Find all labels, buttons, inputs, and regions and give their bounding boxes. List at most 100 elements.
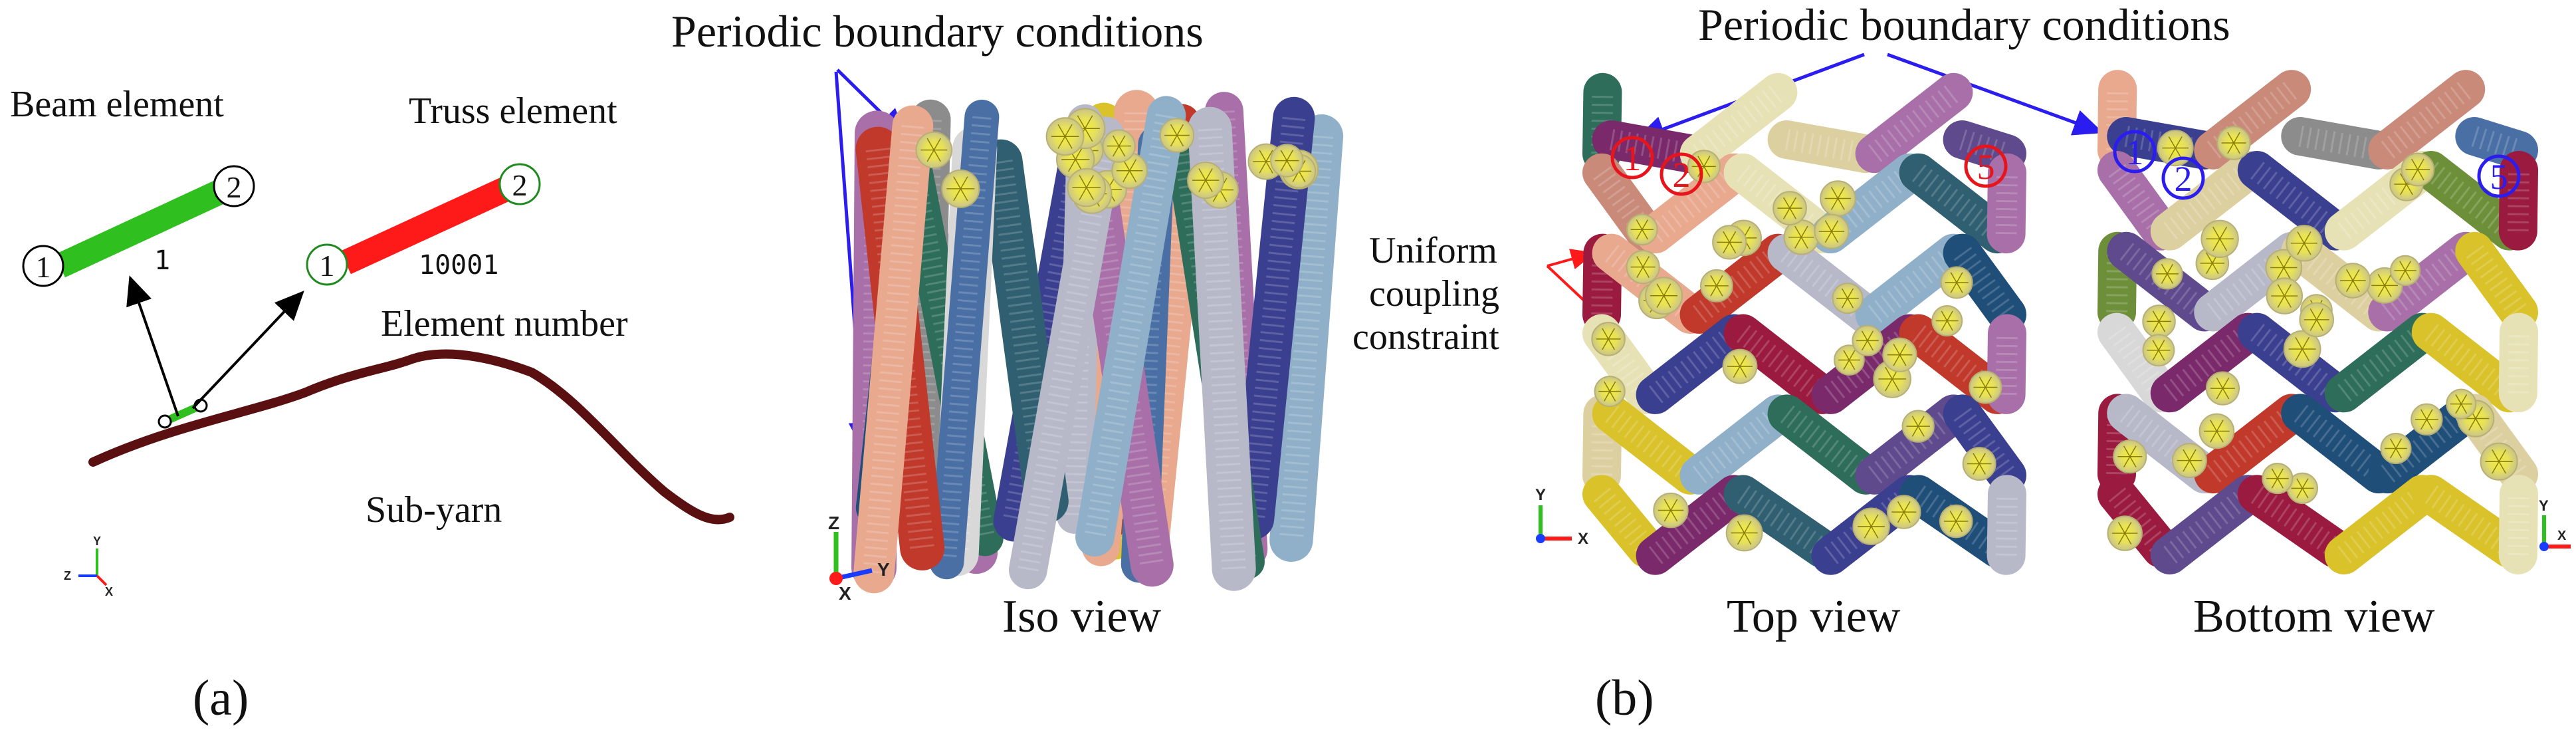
yarn-end-cap (1901, 410, 1935, 443)
pbc-label-iso: Periodic boundary conditions (671, 6, 1204, 57)
yarn-end-cap (1045, 117, 1085, 156)
beam-element-number: 1 (154, 245, 170, 276)
uniform-label-line1: Uniform (1369, 230, 1497, 271)
yarn-tow (2324, 475, 2442, 574)
panel-b-caption: (b) (1595, 670, 1654, 726)
top-marker-1 (1610, 136, 1654, 180)
yarn-end-cap (1832, 283, 1864, 314)
yarn-tow (1592, 394, 1710, 495)
yarn-tow (1855, 72, 1973, 174)
yarn-tow (1986, 475, 2026, 575)
segment-node-start (158, 414, 172, 429)
yarn-tow (1582, 475, 1666, 568)
bottom-marker-5 (2477, 154, 2521, 198)
yarn-end-cap (2199, 413, 2235, 449)
iso-view-label: Iso view (1002, 591, 1162, 642)
yarn-tow (1679, 394, 1798, 495)
yarn-tow (1636, 314, 1754, 414)
yarn-tow (2411, 312, 2529, 413)
yarn-tow (1943, 233, 2026, 334)
yarn-tow (2368, 231, 2486, 332)
svg-text:X: X (1578, 530, 1588, 548)
svg-text:2: 2 (227, 170, 242, 204)
yarn-tow (2455, 117, 2538, 170)
yarn-end-cap (1852, 324, 1883, 356)
yarn-end-cap (1834, 344, 1865, 376)
arrow-to-beam (126, 275, 179, 417)
panel-a: Beam element Truss element 1 2 1 1 2 100… (10, 84, 734, 726)
bottom-view-model (2097, 70, 2538, 574)
yarn-end-cap (2389, 255, 2421, 287)
yarn-tow (2237, 475, 2355, 568)
bottom-marker-1 (2113, 130, 2157, 174)
sub-yarn-label: Sub-yarn (366, 489, 502, 531)
yarn-end-cap (1722, 348, 1758, 384)
svg-text:Z: Z (64, 569, 71, 582)
yarn-tow (2150, 312, 2268, 413)
yarn-end-cap (2113, 439, 2147, 474)
svg-text:Y: Y (2539, 497, 2549, 514)
yarn-end-cap (1820, 180, 1856, 217)
truss-element-number: 10001 (419, 250, 498, 281)
yarn-end-cap (941, 169, 980, 208)
yarn-end-cap (2200, 219, 2239, 258)
svg-text:1: 1 (36, 250, 51, 284)
yarn-end-cap (1687, 150, 1721, 184)
svg-text:1: 1 (2126, 132, 2144, 172)
svg-text:Y: Y (93, 535, 101, 548)
yarn-tow (1943, 394, 2026, 495)
svg-text:5: 5 (2490, 157, 2508, 197)
yarn-end-cap (1931, 305, 1963, 337)
yarn-end-cap (1814, 213, 1850, 249)
yarn-tow (1986, 153, 2026, 254)
yarn-tow (1269, 114, 1344, 562)
yarn-end-cap (2216, 126, 2251, 160)
yarn-tow (2237, 150, 2355, 251)
yarn-tow (1636, 153, 1754, 254)
bottom-view-label: Bottom view (2193, 591, 2435, 642)
yarn-tow (1986, 314, 2026, 414)
yarn-tow (1899, 153, 2017, 254)
arrow-to-truss (191, 291, 304, 410)
bottom-marker-2 (2161, 156, 2205, 200)
yarn-tow (2281, 117, 2399, 170)
yarn-end-cap (1644, 277, 1683, 315)
yarn-tow (2097, 475, 2181, 568)
yarn-end-cap (1887, 495, 1921, 529)
svg-text:Y: Y (1535, 486, 1546, 504)
top-view-model (1582, 72, 2026, 575)
yarn-end-cap (1962, 447, 1996, 481)
yarn-end-cap (1725, 514, 1763, 552)
yarn-tow (1723, 475, 1842, 568)
svg-text:X: X (2557, 529, 2567, 543)
yarn-end-cap (2480, 442, 2518, 481)
yarn-end-cap (2335, 263, 2371, 299)
yarn-tow (1636, 475, 1754, 575)
yarn-tow (2150, 150, 2268, 251)
svg-text:X: X (105, 585, 113, 598)
yarn-tow (2411, 150, 2529, 251)
svg-text:2: 2 (2175, 159, 2193, 199)
yarn-end-cap (2142, 305, 2176, 338)
iso-view-model (851, 90, 1344, 594)
yarn-tow (2455, 231, 2538, 332)
truss-node-2: 2 (498, 163, 541, 205)
yarn-tow (853, 105, 934, 594)
yarn-end-cap (1102, 129, 1136, 163)
top-marker-5 (1964, 144, 2008, 188)
yarn-tow (1679, 72, 1798, 174)
yarn-end-cap (1939, 504, 1973, 539)
yarn-tow (2498, 312, 2538, 413)
yarn-end-cap (1187, 162, 1225, 199)
axis-triad-top: Y X (1535, 486, 1588, 548)
top-marker-2 (1660, 152, 1703, 196)
yarn-tow (2368, 70, 2486, 170)
yarn-end-cap (1626, 250, 1660, 285)
yarn-tow (1855, 233, 1973, 334)
beam-element-bar (54, 176, 235, 278)
pbc-arrow-bottom-view (1887, 53, 2104, 136)
truss-element-bar (340, 174, 517, 275)
panel-b: Periodic boundary conditions Z Y X Iso v… (671, 0, 2571, 726)
yarn-tow (2498, 475, 2538, 574)
uniform-label-line3: constraint (1352, 316, 1499, 358)
